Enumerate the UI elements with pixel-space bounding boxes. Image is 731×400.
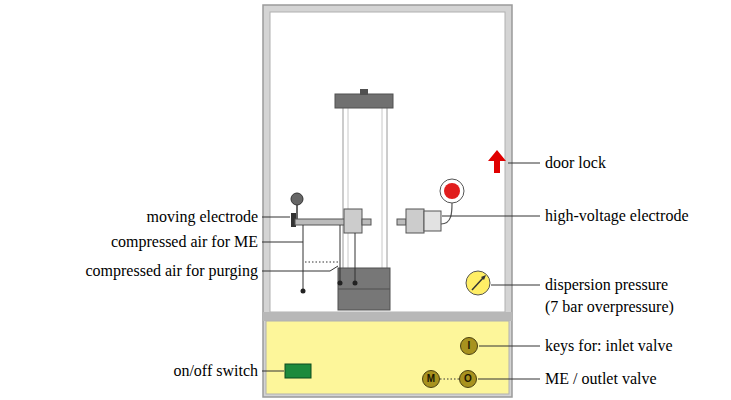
housing (263, 5, 512, 397)
key-letter: M (427, 374, 435, 384)
dotted-connector (440, 379, 459, 380)
key-letter: O (464, 374, 472, 384)
key-letter: I (468, 341, 471, 351)
key-button: M (422, 370, 440, 388)
gauge-needle (472, 278, 483, 290)
leader-line (478, 379, 540, 380)
cap-knob (360, 89, 368, 95)
part-label: on/off switch (173, 360, 258, 382)
part-label: keys for: inlet valve (545, 335, 673, 357)
air-port (353, 281, 358, 286)
electrode-tip (397, 219, 406, 225)
electrode-tip (362, 219, 371, 225)
electrode-rod (295, 219, 345, 225)
on-off-switch (285, 364, 311, 378)
leader-line (262, 371, 284, 372)
tube-line (382, 107, 383, 269)
hv-wire (441, 203, 452, 224)
air-port (301, 289, 306, 294)
door-lock-arrow (488, 150, 506, 173)
part-label: door lock (545, 152, 606, 174)
leader-lines (262, 163, 540, 379)
leader-line (491, 285, 540, 286)
dust-tube (343, 107, 387, 269)
control-panel (266, 321, 509, 394)
key-button: O (459, 370, 477, 388)
tube-base (338, 268, 390, 310)
part-label: compressed air for purging (85, 260, 258, 282)
air-line (355, 233, 356, 282)
part-label: compressed air for ME (111, 231, 258, 253)
part-label: high-voltage electrode (545, 205, 689, 227)
connector-line (440, 379, 459, 380)
pressure-gauge (466, 271, 490, 295)
tube-line (348, 107, 349, 269)
part-label: ME / outlet valve (545, 368, 657, 390)
leader-line (262, 242, 303, 243)
gauge (291, 193, 303, 205)
leader-line (508, 163, 540, 164)
air-line (303, 225, 304, 290)
electrode-holder (406, 209, 424, 233)
gauge-needle-head (481, 275, 486, 280)
tube-cap (335, 94, 393, 108)
leader-line (330, 266, 338, 271)
air-line (340, 225, 341, 282)
part-label: moving electrode (146, 206, 258, 228)
dotted-link (305, 262, 338, 263)
leader-line (262, 271, 330, 272)
chamber (270, 12, 505, 312)
hv-button (440, 179, 464, 203)
gauge-stem (296, 205, 298, 219)
leader-line (262, 217, 290, 218)
leader-line (479, 346, 540, 347)
leader-line (442, 216, 540, 217)
electrode-body (424, 211, 441, 231)
part-label: dispersion pressure (7 bar overpressure) (545, 274, 705, 318)
electrode-holder (344, 209, 362, 233)
air-port (338, 281, 343, 286)
base-line (338, 289, 390, 290)
hv-button-core (444, 183, 460, 199)
key-button: I (460, 337, 478, 355)
shelf (263, 312, 512, 321)
